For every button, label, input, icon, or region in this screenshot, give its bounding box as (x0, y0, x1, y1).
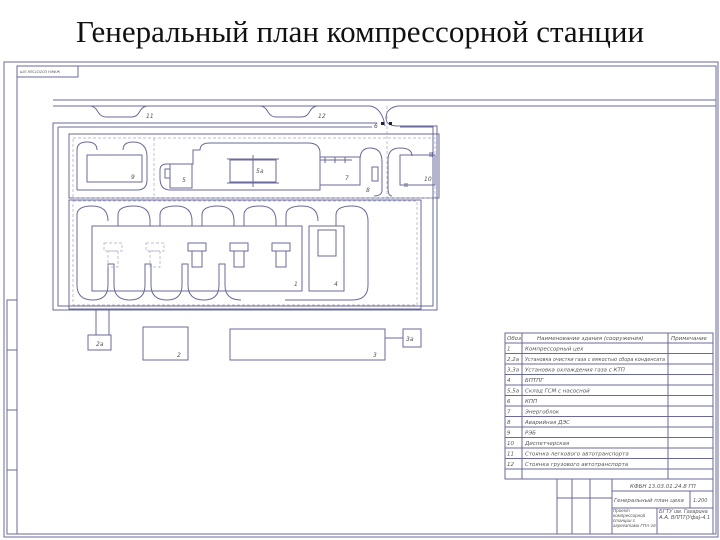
legend-code: 6 (507, 399, 511, 405)
legend-code: 8 (507, 420, 511, 426)
legend-name: Компрессорный цех (525, 347, 584, 353)
project-subtitle: Проект компрессорной станции с агрегатам… (613, 509, 656, 528)
legend-name: Установка охлаждения газа с КТП (525, 368, 625, 374)
legend-code: 5,5а (507, 389, 520, 395)
access-loops (76, 205, 369, 301)
label-12: 12 (318, 113, 326, 120)
legend-code: 2,2а (507, 357, 520, 363)
legend-code: 11 (507, 452, 514, 458)
label-11: 11 (146, 113, 154, 120)
legend-name: БПТПГ (525, 378, 544, 384)
title-block: КФБН 13.03.01.24.8 ГП Генеральный план ц… (556, 478, 714, 535)
legend-code: 4 (507, 378, 511, 384)
legend-name: Склад ГСМ с насосной (525, 389, 590, 395)
building-9 (86, 154, 143, 183)
building-2 (142, 326, 189, 361)
legend-name: Аварийная ДЭС (524, 420, 570, 426)
building-10 (399, 154, 436, 186)
label-5: 5 (182, 177, 186, 184)
legend-name: КПП (525, 399, 537, 405)
road (53, 99, 716, 107)
site-road (52, 105, 438, 311)
building-3a (402, 328, 422, 348)
sheet-title: Генеральный план цеха (614, 498, 685, 504)
legend-name: Стоянка легкового автотранспорта (525, 452, 629, 458)
side-stamp (6, 299, 18, 535)
legend-header-name: Наименование здания (сооружения) (537, 336, 643, 342)
label-2a: 2а (96, 341, 104, 348)
label-3a: 3а (406, 336, 414, 343)
building-4 (308, 225, 345, 292)
legend-code: 12 (507, 462, 514, 468)
compressor-units (103, 242, 291, 268)
label-1: 1 (294, 281, 298, 288)
building-7 (319, 156, 361, 186)
parking-12 (259, 105, 319, 118)
legend-name: Диспетчерская (524, 441, 570, 447)
legend-name: Стоянка грузового автотранспорта (525, 462, 629, 468)
legend-code: 7 (507, 410, 511, 416)
building-8 (371, 166, 379, 182)
building-2a (87, 334, 112, 351)
label-2: 2 (177, 352, 181, 359)
organization: БГТУ им. Гагарина А.А. ВЛПТ(Уфа)-4.1 (659, 509, 710, 522)
label-10: 10 (424, 176, 432, 183)
doc-code: КФБН 13.03.01.24.8 ГП (630, 484, 696, 490)
building-5 (169, 163, 193, 189)
legend-code: 10 (507, 441, 514, 447)
sheet-border (3, 61, 719, 538)
building-1 (91, 225, 303, 292)
legend-header-note: Примечание (671, 336, 708, 342)
upper-zone (68, 133, 440, 199)
legend-code: 1 (507, 347, 511, 353)
parking-11 (89, 105, 149, 118)
label-9: 9 (131, 174, 135, 181)
label-8: 8 (366, 187, 370, 194)
label-4: 4 (334, 281, 338, 288)
legend-code: 9 (507, 431, 511, 437)
label-6: 6 (374, 123, 378, 130)
legend-name: Установка очистки газа с емкостью сбора … (525, 357, 666, 363)
building-3 (229, 328, 386, 361)
legend-header-code: Обоз. (507, 336, 523, 342)
label-7: 7 (345, 175, 349, 182)
slide-title: Генеральный план компрессорной станции (75, 14, 645, 49)
legend-name: Энергоблок (524, 410, 560, 416)
label-3: 3 (373, 352, 377, 359)
legend-table: Обоз. Наименование здания (сооружения) П… (504, 332, 714, 480)
zone-5 (159, 142, 321, 191)
label-5a: 5а (256, 168, 264, 175)
lower-zone (68, 199, 422, 310)
code-stamp-text: ШЛ 8ПС1О2ОЗ НЭФЖ (20, 70, 60, 74)
legend-code: 3,3а (507, 368, 520, 374)
code-stamp (16, 65, 79, 78)
legend-name: РЭБ (525, 431, 536, 437)
scale: 1:200 (693, 498, 707, 504)
